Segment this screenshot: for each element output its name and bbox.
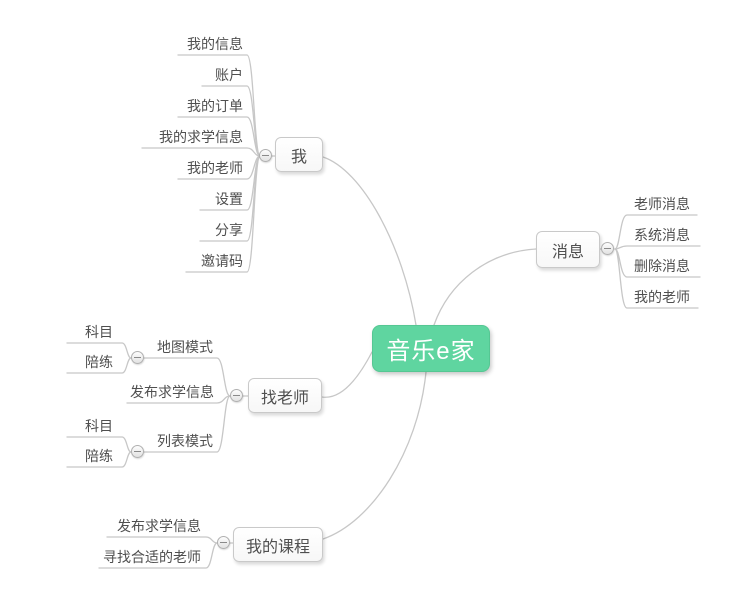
minus-icon <box>134 357 141 358</box>
leaf-post-study-info-2[interactable]: 发布求学信息 <box>117 518 201 534</box>
leaf-share[interactable]: 分享 <box>215 222 243 238</box>
leaf-my-teacher[interactable]: 我的老师 <box>187 160 243 176</box>
minus-icon <box>220 542 227 543</box>
connector-leaf-sparring-2 <box>66 451 132 468</box>
connector-leaf-post-study-info <box>126 395 231 404</box>
leaf-my-teacher-msg[interactable]: 我的老师 <box>634 289 690 305</box>
leaf-list-mode[interactable]: 列表模式 <box>157 433 213 449</box>
connector-root-find-teacher <box>321 351 373 398</box>
minus-icon <box>233 395 240 396</box>
central-node-music-e-home[interactable]: 音乐e家 <box>372 325 490 372</box>
connector-leaf-my-teacher-msg <box>614 248 699 309</box>
connector-leaf-subject-1 <box>66 342 132 359</box>
leaf-subject-2[interactable]: 科目 <box>85 418 113 434</box>
branch-node-my-courses[interactable]: 我的课程 <box>233 527 323 562</box>
leaf-teacher-messages[interactable]: 老师消息 <box>634 196 690 212</box>
collapse-toggle-map-mode[interactable] <box>131 351 144 364</box>
connector-leaf-subject-2 <box>66 436 132 453</box>
leaf-subject-1[interactable]: 科目 <box>85 324 113 340</box>
connector-leaf-sparring-1 <box>66 357 132 374</box>
connector-leaf-my-orders <box>177 116 261 157</box>
connector-leaf-my-study-info <box>141 147 261 157</box>
leaf-my-info[interactable]: 我的信息 <box>187 36 243 52</box>
minus-icon <box>262 155 269 156</box>
leaf-system-messages[interactable]: 系统消息 <box>634 227 690 243</box>
collapse-toggle-messages[interactable] <box>601 242 614 255</box>
minus-icon <box>604 248 611 249</box>
leaf-invite-code[interactable]: 邀请码 <box>201 253 243 269</box>
leaf-delete-messages[interactable]: 删除消息 <box>634 258 690 274</box>
connector-root-messages <box>433 248 537 326</box>
minus-icon <box>134 451 141 452</box>
leaf-sparring-2[interactable]: 陪练 <box>85 448 113 464</box>
connector-leaf-find-suitable-teacher <box>98 542 218 569</box>
branch-node-messages[interactable]: 消息 <box>536 231 600 268</box>
collapse-toggle-my-courses[interactable] <box>217 536 230 549</box>
collapse-toggle-me[interactable] <box>259 149 272 162</box>
branch-node-find-teacher[interactable]: 找老师 <box>248 378 322 413</box>
leaf-my-orders[interactable]: 我的订单 <box>187 98 243 114</box>
connector-leaf-invite-code <box>185 155 261 273</box>
leaf-settings[interactable]: 设置 <box>215 191 243 207</box>
connector-leaf-map-mode <box>146 357 231 397</box>
collapse-toggle-list-mode[interactable] <box>131 445 144 458</box>
connector-leaf-system-messages <box>614 245 701 250</box>
leaf-account[interactable]: 账户 <box>215 67 243 83</box>
leaf-sparring-1[interactable]: 陪练 <box>85 354 113 370</box>
leaf-find-suitable-teacher[interactable]: 寻找合适的老师 <box>103 549 201 565</box>
leaf-map-mode[interactable]: 地图模式 <box>157 339 213 355</box>
branch-node-me[interactable]: 我 <box>275 137 323 172</box>
connector-root-my-courses <box>322 371 427 540</box>
leaf-my-study-info[interactable]: 我的求学信息 <box>159 129 243 145</box>
collapse-toggle-find-teacher[interactable] <box>230 389 243 402</box>
connector-root-me <box>322 156 417 326</box>
leaf-post-study-info[interactable]: 发布求学信息 <box>130 384 214 400</box>
connector-leaf-post-study-info-2 <box>106 536 218 544</box>
connector-leaf-list-mode <box>146 395 231 453</box>
connector-leaf-teacher-messages <box>614 214 698 250</box>
